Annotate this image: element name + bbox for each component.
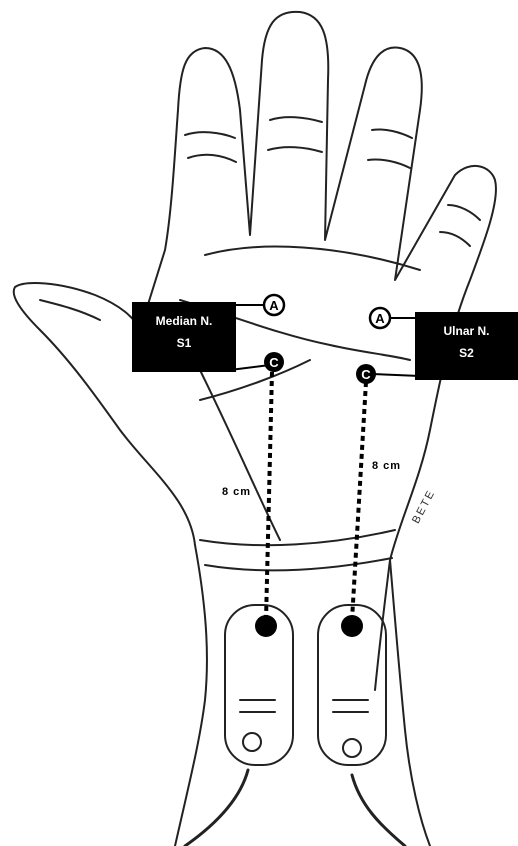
ulnar-cathode-leader [372, 374, 420, 376]
cable-right [352, 775, 405, 846]
median-cathode-marker: C [264, 352, 284, 372]
median-distance-label: 8 cm [222, 486, 251, 498]
cable-left [185, 770, 248, 846]
median-nerve-label-box: Median N. S1 [132, 302, 236, 372]
wrist-left-edge [175, 545, 207, 846]
ulnar-distance-line [352, 382, 366, 620]
ulnar-stim-site: S2 [415, 342, 518, 364]
median-cathode-letter: C [269, 355, 279, 370]
ulnar-cathode-marker: C [356, 364, 376, 384]
median-nerve-name: Median N. [132, 310, 236, 332]
median-distance-line [266, 372, 272, 620]
median-anode-letter: A [269, 298, 279, 313]
ulnar-cathode-letter: C [361, 367, 371, 382]
ulnar-nerve-label-box: Ulnar N. S2 [415, 312, 518, 380]
ulnar-anode-marker: A [370, 308, 390, 328]
median-stim-site: S1 [132, 332, 236, 354]
electrode-socket-left [243, 733, 261, 751]
ulnar-distance-label: 8 cm [372, 460, 401, 472]
median-cathode-leader [230, 365, 270, 370]
median-anode-marker: A [264, 295, 284, 315]
ulnar-nerve-name: Ulnar N. [415, 320, 518, 342]
ulnar-anode-letter: A [375, 311, 385, 326]
wrist-right-edge [390, 560, 430, 846]
electrode-socket-right [343, 739, 361, 757]
